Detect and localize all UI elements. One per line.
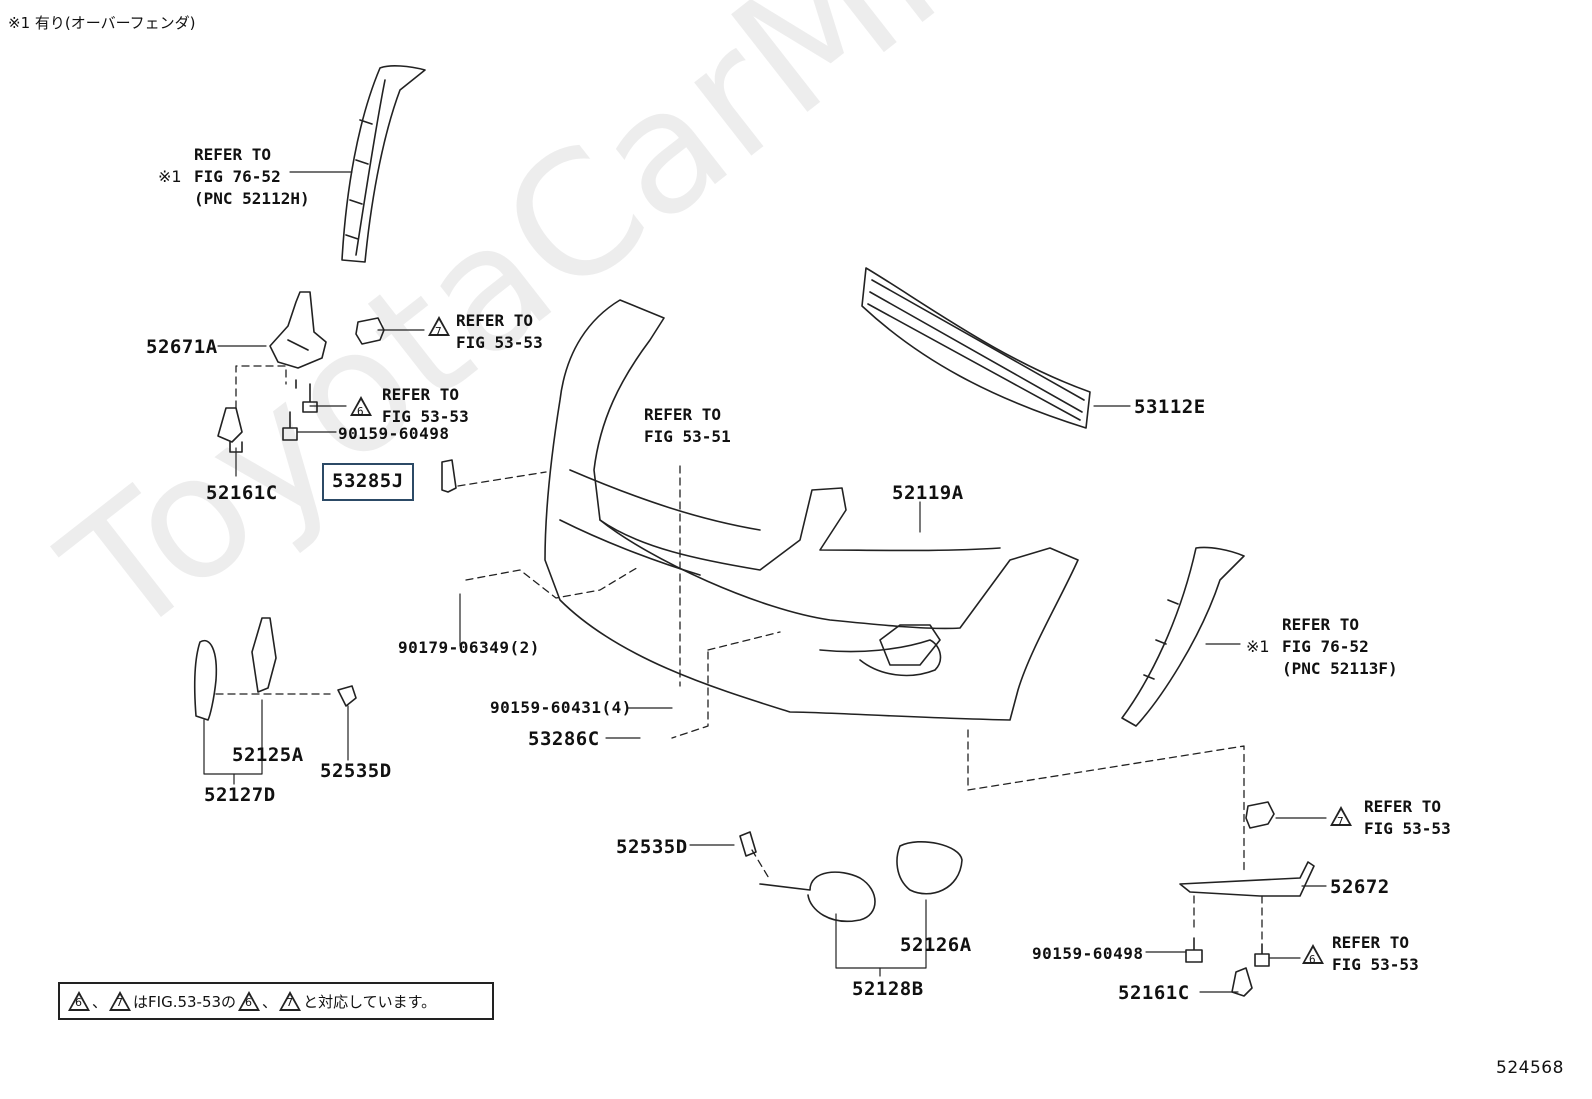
legend-note: 6 、 7 はFIG.53-53の 6 、 7 と対応しています。 [58,982,494,1020]
part-label-52128B[interactable]: 52128B [852,978,924,1000]
part-label-52119A[interactable]: 52119A [892,482,964,504]
part-label-52126A[interactable]: 52126A [900,934,972,956]
ref-right: ※1 REFER TO FIG 76-52 (PNC 52113F) [1246,615,1398,678]
triangle-7-icon: 7 [109,991,132,1011]
fog-cover-left [194,617,357,721]
ref-marker: ※1 [158,167,182,186]
ref-mid-bolt: 6 REFER TO FIG 53-53 [348,384,469,428]
fender-flare-left [341,65,426,263]
triangle-6-icon: 6 [1302,944,1324,966]
triangle-7-icon: 7 [279,991,302,1011]
part-label-90179-06349[interactable]: 90179-06349(2) [398,638,540,657]
part-label-52671A[interactable]: 52671A [146,336,218,358]
ref-center: REFER TO FIG 53-51 [644,405,731,446]
triangle-7-icon: 7 [1330,806,1352,828]
part-label-53286C[interactable]: 53286C [528,728,600,750]
part-label-52127D[interactable]: 52127D [204,784,276,806]
triangle-7-icon: 7 [428,316,450,338]
part-label-52161C[interactable]: 52161C [206,482,278,504]
dashed-lines [215,365,1263,941]
part-53285J [441,459,457,493]
part-label-52125A[interactable]: 52125A [232,744,304,766]
triangle-6-icon: 6 [68,991,90,1011]
ref-bottom-bolt: 6 REFER TO FIG 53-53 [1300,932,1419,976]
part-label-90159-60431[interactable]: 90159-60431(4) [490,698,632,717]
highlight-box [322,463,414,501]
triangle-6-icon: 6 [238,991,261,1011]
header-note: ※1 有り(オーバーフェンダ) [8,14,196,32]
ref-top-left: ※1 REFER TO FIG 76-52 (PNC 52112H) [158,145,310,208]
part-label-53285J[interactable]: 53285J [332,470,404,492]
part-label-90159-60498-b[interactable]: 90159-60498 [1032,944,1144,963]
part-label-52535D[interactable]: 52535D [320,760,392,782]
bolt-b [282,411,298,441]
grille-53112E [861,267,1091,429]
part-label-52161C-b[interactable]: 52161C [1118,982,1190,1004]
bracket-52671A [269,291,327,389]
leader-lines [203,171,1327,993]
fog-bezel-52128B [739,831,963,923]
clip-52161C-a [217,407,243,453]
part-label-53112E[interactable]: 53112E [1134,396,1206,418]
diagram-id: 524568 [1496,1058,1564,1078]
part-label-52672[interactable]: 52672 [1330,876,1390,898]
part-label-52535D-b[interactable]: 52535D [616,836,688,858]
clip-top [355,317,385,345]
bumper-52119A [544,299,1079,721]
ref-top-clip: 7 REFER TO FIG 53-53 [426,310,543,354]
part-label-90159-60498[interactable]: 90159-60498 [338,424,450,443]
bracket-52672 [1179,801,1315,997]
triangle-6-icon: 6 [350,396,372,418]
fender-flare-right [1121,546,1245,727]
ref-bottom-clip: 7 REFER TO FIG 53-53 [1328,796,1451,840]
bolt-a [302,383,318,413]
